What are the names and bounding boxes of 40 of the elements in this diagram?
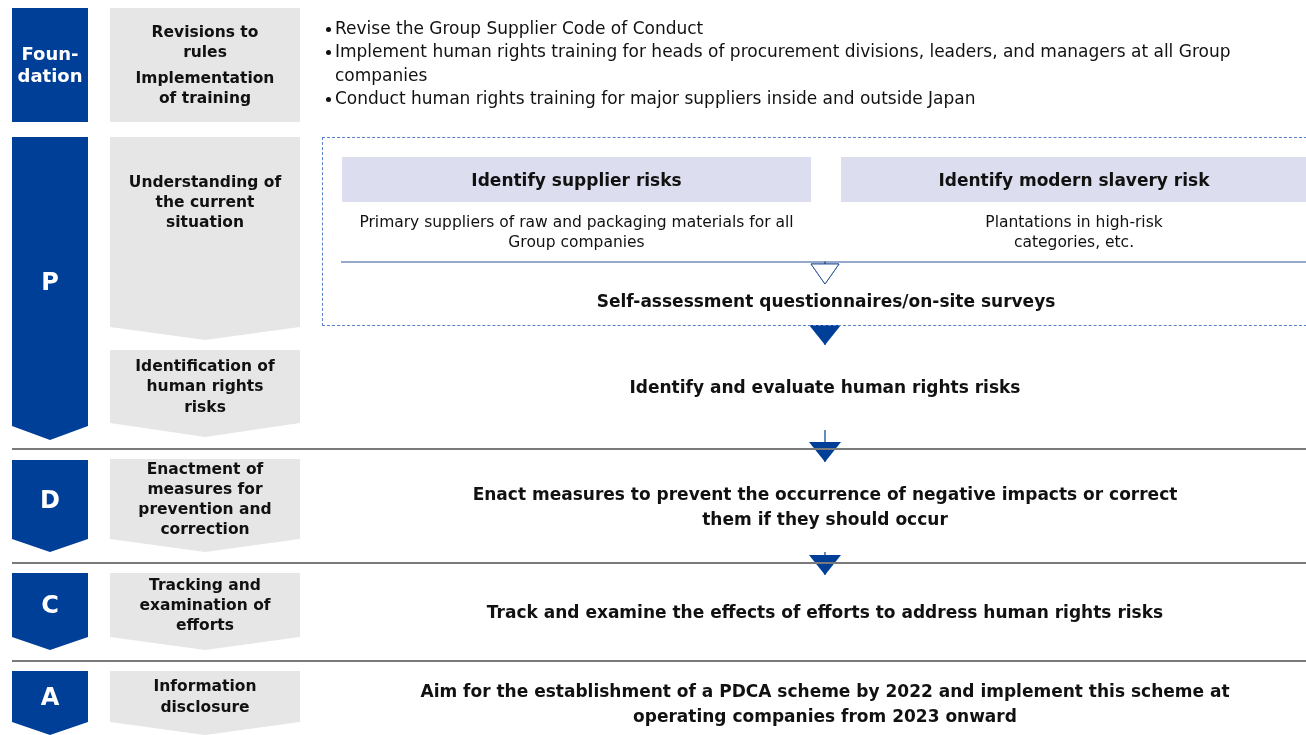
step-label-box bbox=[110, 671, 300, 735]
step-label: Identification of human rights risks bbox=[134, 356, 276, 417]
category-header: Identify supplier risks bbox=[342, 157, 811, 202]
phase-label: P bbox=[40, 266, 60, 297]
phase-band bbox=[12, 137, 88, 440]
arrow bbox=[809, 551, 841, 576]
arrow bbox=[809, 325, 841, 346]
step-label-box bbox=[110, 459, 300, 552]
category-header: Identify modern slavery risk bbox=[841, 157, 1306, 202]
step-label: Implementation of training bbox=[134, 68, 276, 109]
category-description: Plantations in high-risk categories, etc. bbox=[984, 212, 1164, 253]
phase-label: D bbox=[39, 484, 61, 515]
step-description: Track and examine the effects of efforts to address human rights risks bbox=[486, 601, 1164, 625]
step-label: Revisions to rules bbox=[150, 21, 260, 62]
step-label: Enactment of measures for prevention and correction bbox=[137, 458, 273, 540]
step-label-box bbox=[110, 350, 300, 437]
step-description: Enact measures to prevent the occurrence of negative impacts or correct them if they should occur bbox=[471, 483, 1179, 531]
step-label: Tracking and examination of efforts bbox=[138, 574, 272, 636]
step-label: Information disclosure bbox=[152, 676, 258, 717]
step-description: Identify and evaluate human rights risks bbox=[629, 376, 1021, 400]
phase-band bbox=[12, 8, 88, 122]
phase-label: C bbox=[40, 590, 60, 620]
step-label-box bbox=[110, 573, 300, 650]
phase-band bbox=[12, 671, 88, 735]
step-label-box bbox=[110, 137, 300, 340]
bullet-item: Implement human rights training for heads of procurement divisions, leaders, and managers at all Group companies bbox=[325, 40, 1300, 88]
step-label: Understanding of the current situation bbox=[128, 171, 282, 233]
category-description: Primary suppliers of raw and packaging materials for all Group companies bbox=[358, 212, 795, 253]
dashed-group-frame bbox=[322, 137, 1306, 326]
arrow bbox=[810, 261, 1306, 285]
phase-label: A bbox=[39, 681, 61, 712]
arrow bbox=[809, 429, 841, 463]
bullet-item: Conduct human rights training for major suppliers inside and outside Japan bbox=[325, 87, 1300, 111]
step-description: Self-assessment questionnaires/on-site surveys bbox=[596, 289, 1056, 313]
bullet-item: Revise the Group Supplier Code of Conduct bbox=[325, 17, 1300, 41]
phase-label: Foun- dation bbox=[16, 42, 84, 88]
step-label-box bbox=[110, 8, 300, 122]
phase-band bbox=[12, 460, 88, 552]
step-description: Aim for the establishment of a PDCA scheme by 2022 and implement this scheme at operating companies from 2023 onward bbox=[419, 679, 1231, 728]
phase-band bbox=[12, 573, 88, 650]
